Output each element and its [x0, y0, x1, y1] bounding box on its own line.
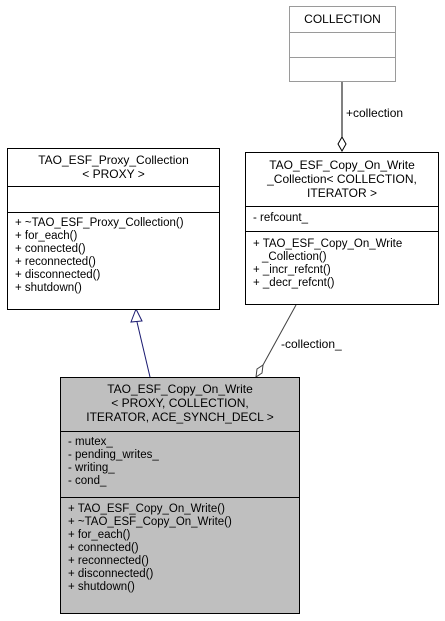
collection-member-edge-label: -collection_ — [281, 337, 342, 351]
proxy-collection-title-line-2: < PROXY > — [82, 167, 145, 181]
proxy-collection-method: + disconnected() — [15, 269, 101, 281]
collection-aggregation-diamond — [337, 135, 347, 153]
collection-member-diamond — [255, 363, 264, 379]
proxy-collection-title: TAO_ESF_Proxy_Collection < PROXY > — [8, 149, 219, 187]
cow-collection-title-line-3: ITERATOR > — [307, 186, 377, 200]
proxy-collection-methods: + ~TAO_ESF_Proxy_Collection() + for_each… — [8, 213, 219, 297]
proxy-collection-method: + reconnected() — [15, 256, 96, 268]
copy-on-write-title-line-3: ITERATOR, ACE_SYNCH_DECL > — [86, 410, 274, 424]
proxy-collection-method: + for_each() — [15, 230, 78, 242]
cow-collection-title-line-2: _Collection< COLLECTION, — [267, 172, 417, 186]
cow-collection-method: + TAO_ESF_Copy_On_Write — [253, 238, 403, 250]
proxy-collection-method: + ~TAO_ESF_Proxy_Collection() — [15, 217, 184, 229]
cow-collection-title: TAO_ESF_Copy_On_Write _Collection< COLLE… — [246, 153, 438, 207]
copy-on-write-methods: + TAO_ESF_Copy_On_Write() + ~TAO_ESF_Cop… — [61, 498, 299, 596]
collection-class-box[interactable]: COLLECTION — [289, 6, 396, 82]
collection-attributes-section — [290, 33, 395, 58]
copy-on-write-class-box[interactable]: TAO_ESF_Copy_On_Write < PROXY, COLLECTIO… — [60, 377, 300, 614]
collection-class-title: COLLECTION — [290, 7, 395, 33]
cow-collection-attributes: - refcount_ — [246, 207, 438, 232]
copy-on-write-method: + TAO_ESF_Copy_On_Write() — [68, 503, 225, 515]
copy-on-write-attribute: - mutex_ — [68, 436, 113, 448]
proxy-collection-attributes-section — [8, 187, 219, 213]
cow-collection-class-box[interactable]: TAO_ESF_Copy_On_Write _Collection< COLLE… — [245, 152, 439, 305]
copy-on-write-method: + reconnected() — [68, 555, 149, 567]
copy-on-write-attributes: - mutex_ - pending_writes_ - writing_ - … — [61, 432, 299, 498]
copy-on-write-method: + for_each() — [68, 529, 131, 541]
cow-collection-attribute: - refcount_ — [253, 212, 308, 224]
cow-collection-method: + _decr_refcnt() — [253, 277, 335, 289]
inheritance-line — [136, 321, 151, 378]
cow-collection-method: + _incr_refcnt() — [253, 264, 331, 276]
copy-on-write-title-line-2: < PROXY, COLLECTION, — [111, 396, 249, 410]
copy-on-write-method: + connected() — [68, 542, 139, 554]
copy-on-write-title-line-1: TAO_ESF_Copy_On_Write — [107, 382, 253, 396]
collection-member-line — [262, 304, 297, 366]
cow-collection-method: _Collection() — [262, 251, 327, 263]
collection-methods-section — [290, 58, 395, 81]
copy-on-write-attribute: - cond_ — [68, 475, 107, 487]
cow-collection-title-line-1: TAO_ESF_Copy_On_Write — [269, 158, 415, 172]
copy-on-write-method: + disconnected() — [68, 568, 154, 580]
collection-edge-label: +collection — [346, 106, 404, 120]
copy-on-write-method: + shutdown() — [68, 581, 135, 593]
proxy-collection-class-box[interactable]: TAO_ESF_Proxy_Collection < PROXY > + ~TA… — [7, 148, 220, 310]
proxy-collection-method: + connected() — [15, 243, 86, 255]
proxy-collection-method: + shutdown() — [15, 282, 82, 294]
copy-on-write-attribute: - writing_ — [68, 462, 115, 474]
copy-on-write-attribute: - pending_writes_ — [68, 449, 159, 461]
copy-on-write-method: + ~TAO_ESF_Copy_On_Write() — [68, 516, 232, 528]
cow-collection-methods: + TAO_ESF_Copy_On_Write _Collection() + … — [246, 232, 438, 292]
inheritance-arrowhead — [130, 307, 143, 323]
proxy-collection-title-line-1: TAO_ESF_Proxy_Collection — [38, 153, 189, 167]
copy-on-write-title: TAO_ESF_Copy_On_Write < PROXY, COLLECTIO… — [61, 378, 299, 432]
